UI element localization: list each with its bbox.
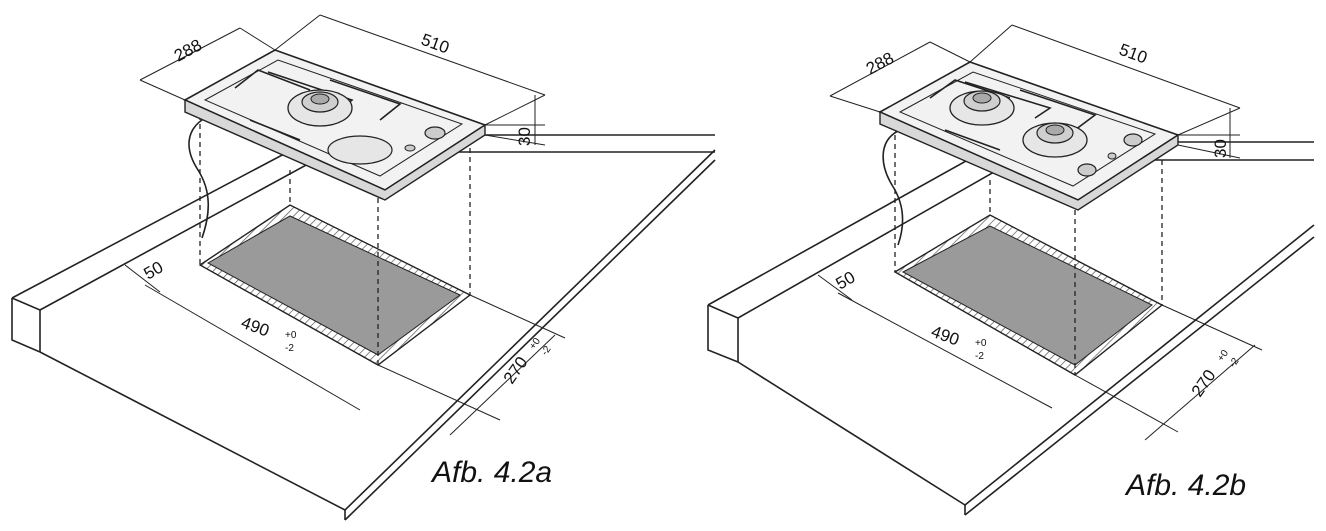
caption-a: Afb. 4.2a	[430, 456, 552, 489]
gas-cable-a	[188, 117, 210, 239]
countertop-a	[11, 134, 716, 521]
dim-cutout-width-a: 270	[500, 353, 532, 387]
hob-a	[183, 49, 487, 201]
dim-cutout-length-a: 490	[239, 313, 272, 341]
dim-height-b: 30	[1211, 139, 1230, 158]
dimension-lines-b	[817, 24, 1263, 441]
dim-width-b: 288	[863, 48, 897, 78]
hob-b	[878, 61, 1180, 211]
cutout-a	[198, 204, 472, 366]
tol-cutout-length-plus-b: +0	[975, 338, 987, 349]
dim-offset-b: 50	[833, 268, 859, 294]
caption-b: Afb. 4.2b	[1124, 469, 1246, 502]
cutout-b	[893, 214, 1164, 376]
dim-cutout-length-b: 490	[929, 322, 962, 350]
gas-cable-b	[882, 129, 904, 246]
projection-lines-b	[894, 135, 1163, 375]
dim-length-b: 510	[1117, 40, 1150, 68]
figure-b: 288 510 30 50 490 +0 -2 270 +0 -2 Afb. 4…	[707, 24, 1315, 516]
tol-cutout-length-minus-b: -2	[975, 351, 984, 362]
dim-length-a: 510	[419, 30, 452, 58]
figure-a: 288 510 30 50 490 +0 -2 270 +0 -2 Afb. 4…	[11, 14, 716, 521]
projection-lines-a	[199, 115, 471, 365]
tol-cutout-length-minus-a: -2	[285, 343, 294, 354]
dim-height-a: 30	[515, 127, 534, 146]
dim-cutout-width-b: 270	[1188, 366, 1220, 400]
tol-cutout-length-plus-a: +0	[285, 330, 297, 341]
tol-cutout-width-minus-a: -2	[539, 344, 553, 358]
dimension-lines-a	[124, 14, 566, 436]
